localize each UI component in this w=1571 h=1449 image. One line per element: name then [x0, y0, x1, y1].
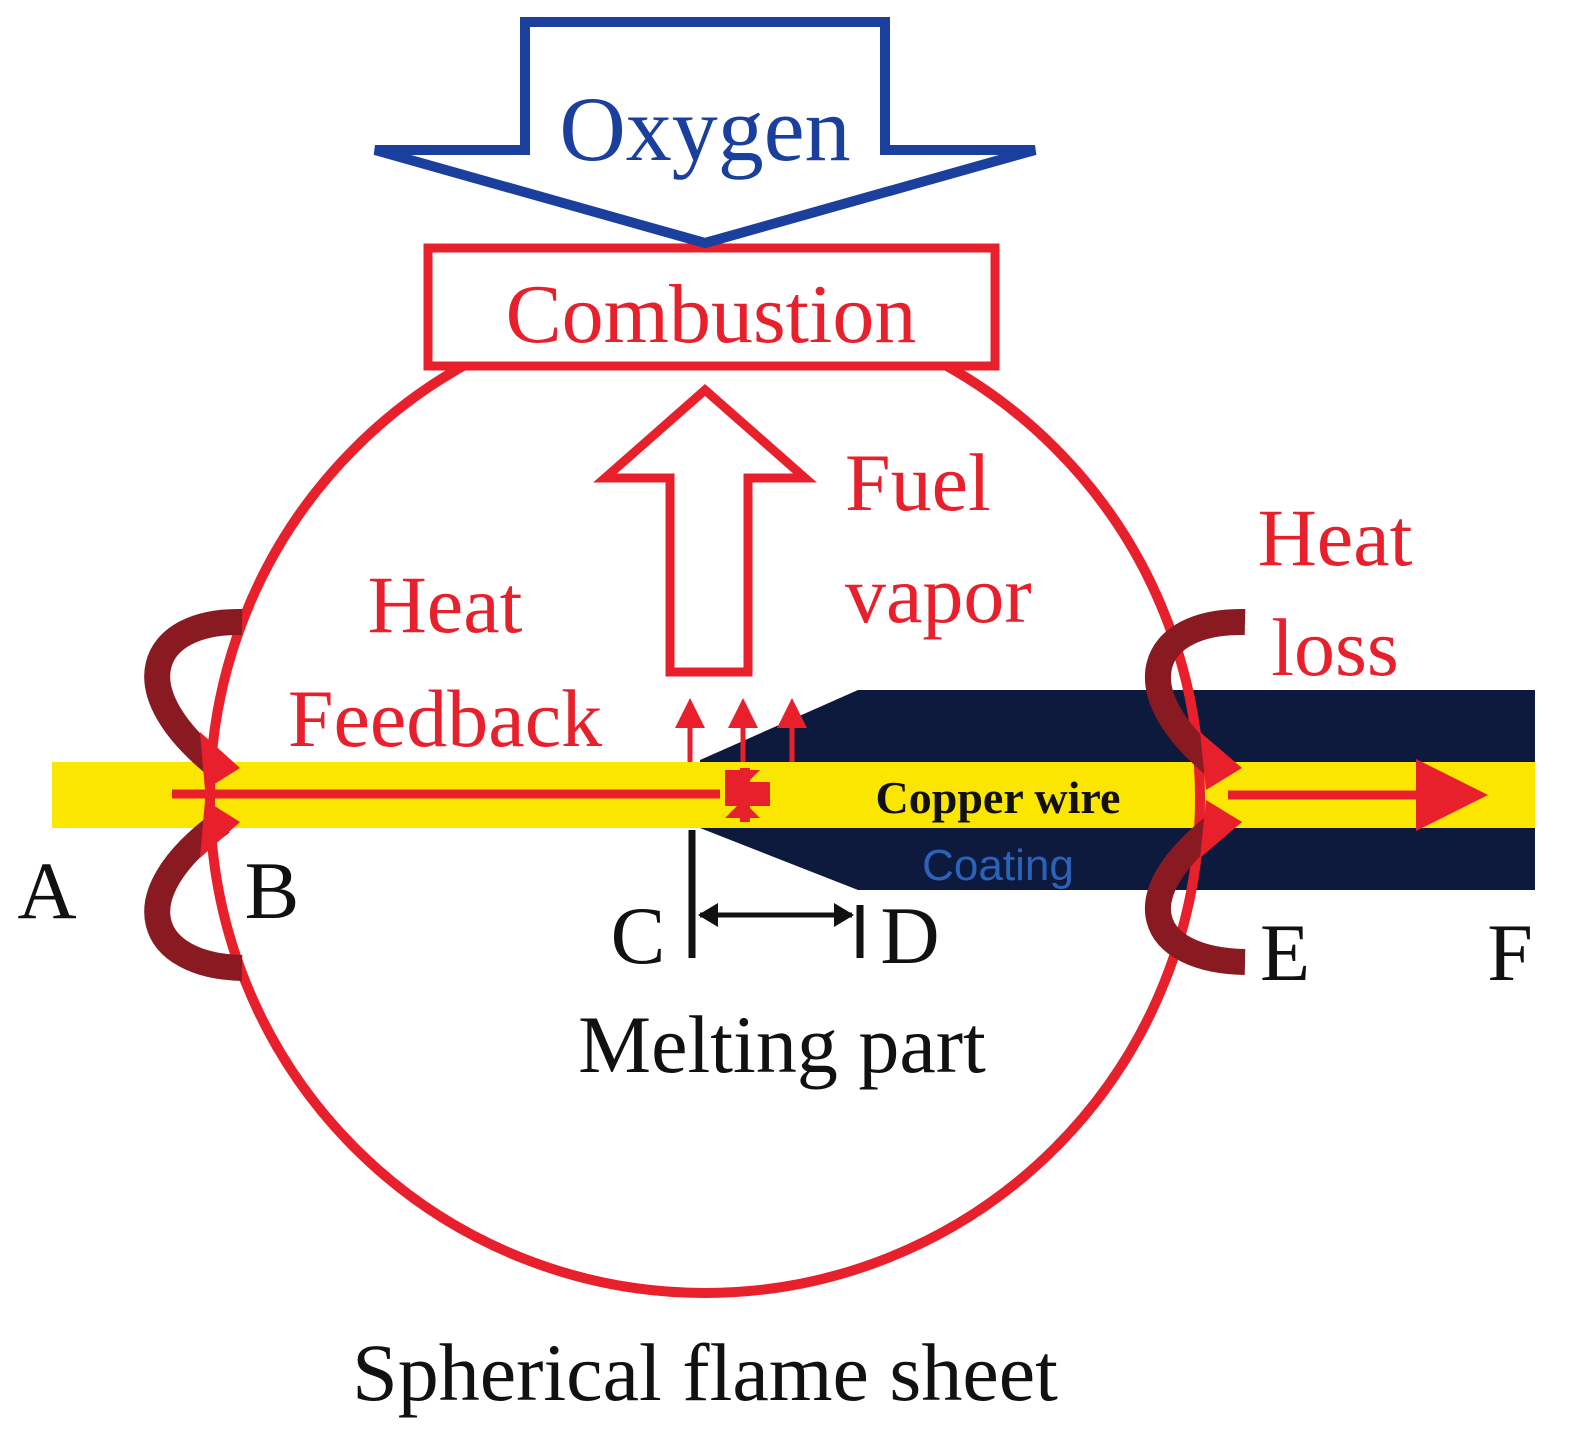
- point-c-label: C: [611, 890, 666, 981]
- copper-wire-label: Copper wire: [876, 772, 1121, 823]
- heat-loss-label-line1: Heat: [1258, 492, 1413, 583]
- fuel-vapor-arrow: [593, 384, 817, 677]
- fuel-vapor-label-line1: Fuel: [845, 437, 991, 528]
- heat-feedback-curve-top: [144, 608, 243, 781]
- melting-part-arrowhead-right: [834, 903, 854, 927]
- combustion-label: Combustion: [506, 268, 917, 361]
- melting-part-label: Melting part: [578, 999, 986, 1090]
- heat-feedback-curve-bottom-head: [200, 800, 240, 858]
- oxygen-arrow: [373, 17, 1037, 249]
- spherical-flame-sheet-label: Spherical flame sheet: [352, 1327, 1058, 1418]
- heat-loss-curve-top: [1145, 608, 1246, 781]
- heat-feedback-label-line2: Feedback: [288, 673, 602, 764]
- fuel-vapor-label-line2: vapor: [845, 549, 1032, 640]
- point-b-label: B: [245, 845, 300, 936]
- heat-loss-curve-top-head: [1200, 732, 1242, 790]
- heat-loss-curve-bottom: [1145, 811, 1246, 975]
- oxygen-label: Oxygen: [559, 78, 850, 180]
- heat-loss-curve-bottom-head: [1200, 800, 1242, 858]
- point-d-label: D: [880, 890, 939, 981]
- point-f-label: F: [1487, 907, 1533, 998]
- coating-label: Coating: [922, 841, 1074, 890]
- point-e-label: E: [1260, 907, 1310, 998]
- heat-loss-label-line2: loss: [1271, 602, 1399, 693]
- melting-part-arrowhead-left: [698, 903, 718, 927]
- point-a-label: A: [17, 845, 76, 936]
- heat-feedback-curve-top-head: [200, 732, 240, 790]
- heat-feedback-label-line1: Heat: [368, 559, 523, 650]
- combustion-box: [423, 243, 1000, 371]
- heat-feedback-curve-bottom: [144, 811, 243, 981]
